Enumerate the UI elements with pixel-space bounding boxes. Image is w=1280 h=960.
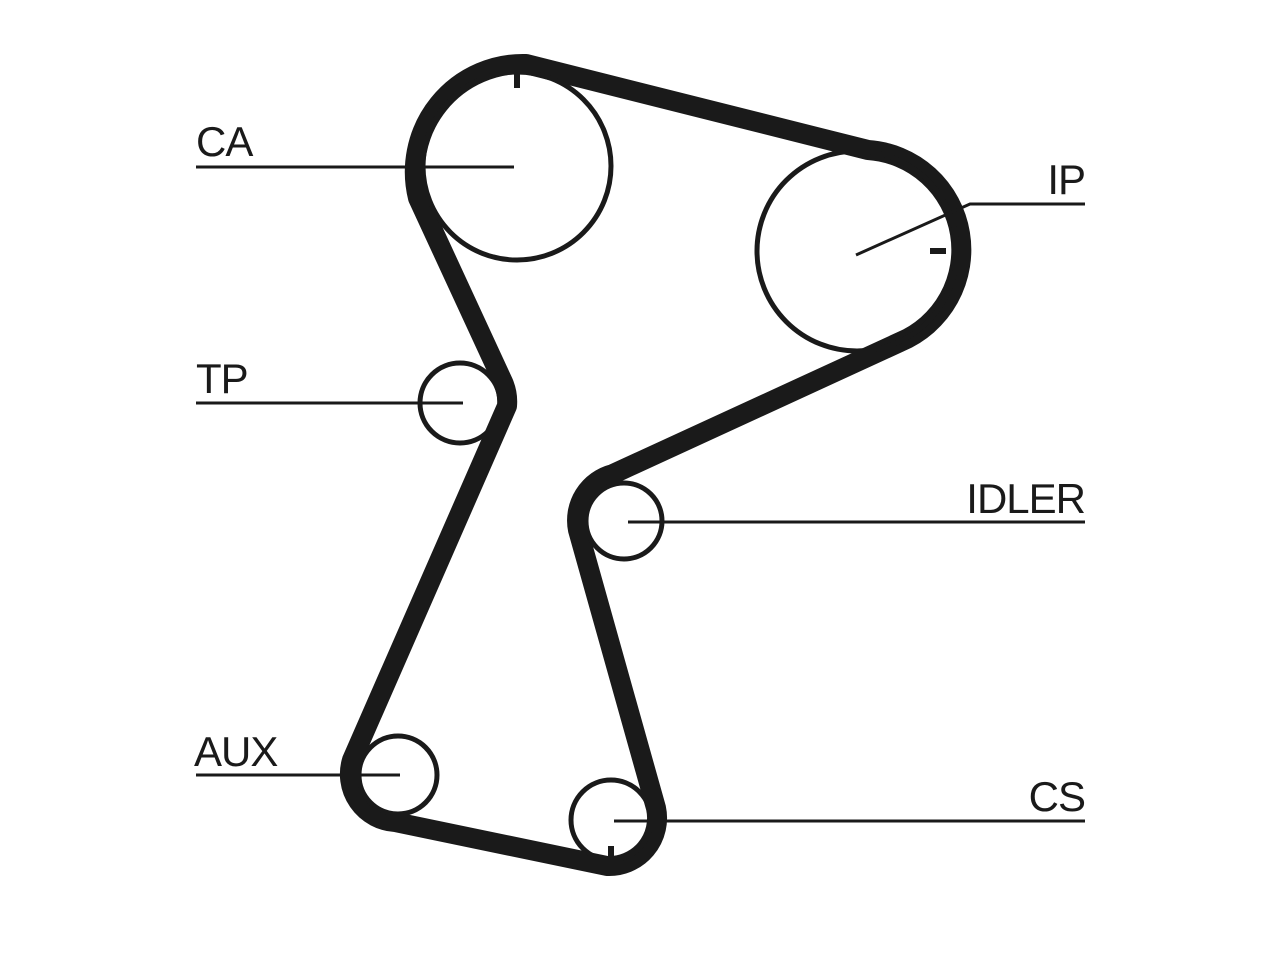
label-ca: CA (196, 118, 253, 165)
timing-belt (339, 53, 972, 877)
label-cs: CS (1029, 773, 1085, 820)
label-ip: IP (1047, 156, 1085, 203)
label-aux: AUX (194, 728, 278, 775)
injection-pump-timing-mark (930, 248, 946, 254)
crankshaft-timing-mark (608, 846, 614, 858)
injection-pump-pulley (754, 148, 960, 354)
camshaft-timing-mark (514, 70, 520, 88)
ip-leader-line (855, 202, 1085, 257)
label-idler: IDLER (966, 475, 1085, 522)
label-tp: TP (196, 355, 248, 402)
